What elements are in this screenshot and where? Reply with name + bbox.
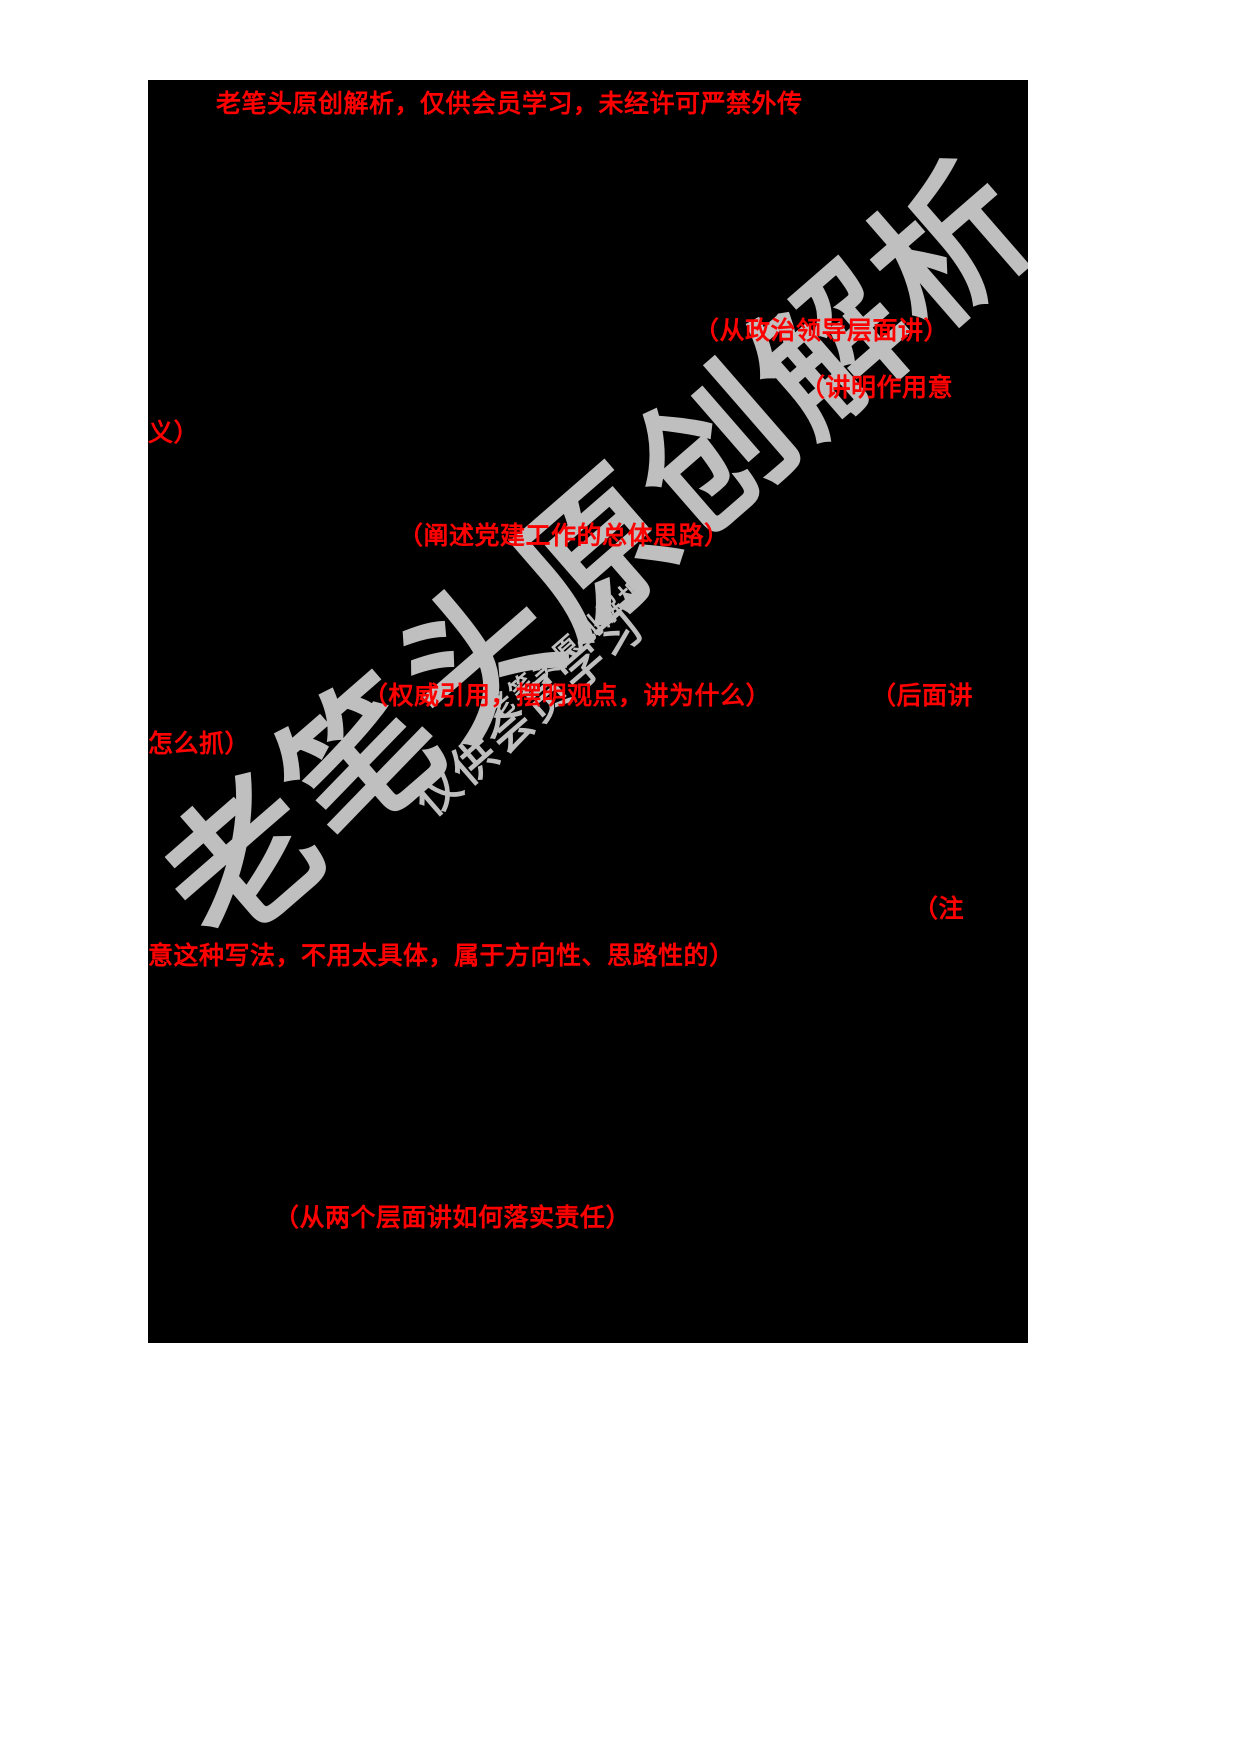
- annotation-explain-significance-part1: （讲明作用意: [800, 373, 954, 402]
- redacted-body-block: [148, 80, 1028, 1343]
- copyright-notice-text: 老笔头原创解析，仅供会员学习，未经许可严禁外传: [216, 89, 803, 118]
- annotation-overall-approach: （阐述党建工作的总体思路）: [398, 521, 730, 550]
- annotation-responsibility-levels: （从两个层面讲如何落实责任）: [274, 1203, 632, 1232]
- annotation-authoritative-citation: （权威引用，摆明观点，讲为什么）: [363, 681, 772, 710]
- annotation-writing-style-note-part2: 意这种写法，不用太具体，属于方向性、思路性的）: [148, 941, 735, 970]
- annotation-how-to-grasp-part1: （后面讲: [871, 681, 974, 710]
- annotation-political-leadership: （从政治领导层面讲）: [694, 316, 950, 345]
- annotation-explain-significance-part2: 义）: [148, 418, 200, 447]
- annotation-layer: 老笔头原创解析，仅供会员学习，未经许可严禁外传 （从政治领导层面讲） （讲明作用…: [148, 80, 1028, 1343]
- annotation-writing-style-note-part1: （注: [913, 894, 965, 923]
- annotation-how-to-grasp-part2: 怎么抓）: [148, 729, 251, 758]
